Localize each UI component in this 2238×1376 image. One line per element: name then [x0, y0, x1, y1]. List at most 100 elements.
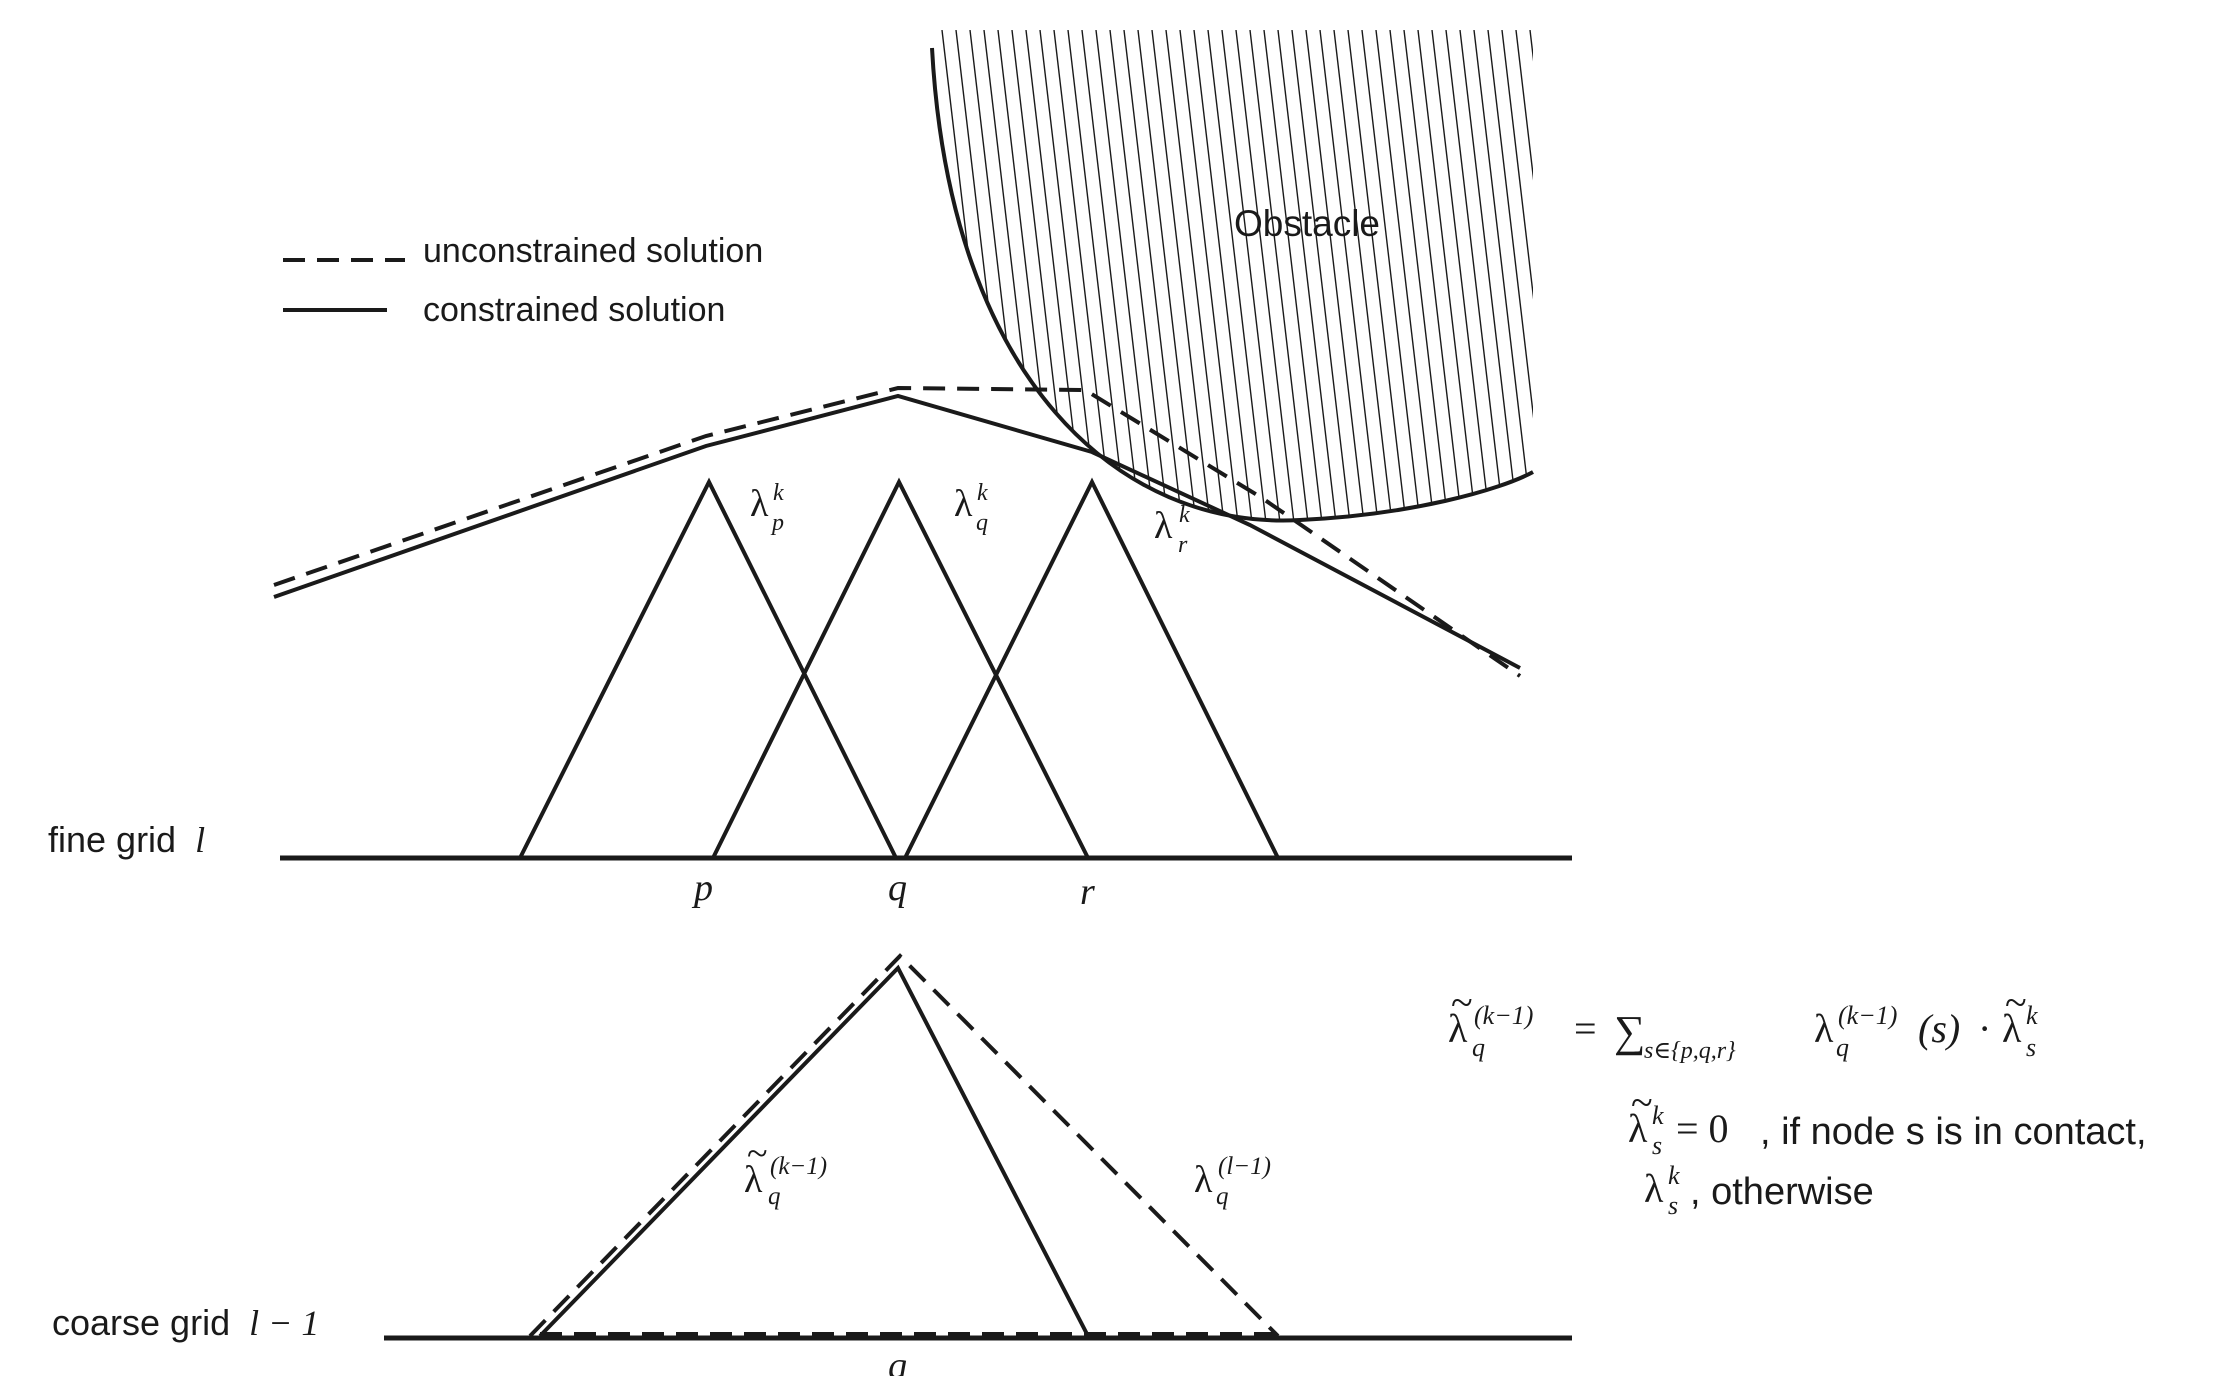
hatch-line — [1389, 30, 1451, 521]
hatch-line — [1347, 30, 1409, 521]
condition-otherwise: λ k s , otherwise — [1644, 1161, 1874, 1220]
svg-text:k: k — [977, 480, 988, 506]
fine-node-p-label: p — [691, 867, 713, 909]
hatch-line — [1249, 30, 1311, 521]
svg-text:s: s — [1652, 1131, 1662, 1160]
svg-text:k: k — [2026, 1001, 2038, 1030]
condition-contact: λ ~ k s = 0 , if node s is in contact, — [1628, 1080, 2147, 1160]
truncated-basis-label: λ ~ (k−1) q — [744, 1133, 827, 1210]
hatch-line — [1333, 30, 1395, 521]
fine-grid-label: fine grid l — [48, 819, 205, 860]
svg-text:k: k — [1179, 502, 1190, 528]
svg-text:= 0: = 0 — [1676, 1106, 1729, 1151]
svg-text:λ: λ — [1644, 1166, 1664, 1211]
hatch-line — [1235, 30, 1297, 521]
coarse-node-q-label: q — [888, 1345, 907, 1376]
standard-basis-label: λ (l−1) q — [1194, 1153, 1271, 1210]
svg-text:λ: λ — [1628, 1106, 1648, 1151]
svg-text:(s): (s) — [1918, 1006, 1960, 1051]
svg-text:∑: ∑ — [1614, 1007, 1645, 1056]
svg-text:λ: λ — [744, 1159, 763, 1201]
svg-text:·: · — [1978, 1006, 1991, 1051]
svg-text:=: = — [1574, 1006, 1597, 1051]
svg-text:s: s — [1668, 1191, 1678, 1220]
hatch-line — [1095, 30, 1157, 521]
coarse-standard-basis — [528, 953, 1280, 1338]
basis-label-r: λ k r — [1154, 502, 1190, 558]
legend-unconstrained-label: unconstrained solution — [423, 232, 763, 270]
basis-label-q: λ k q — [954, 480, 988, 536]
hatch-line — [1165, 30, 1227, 521]
hatch-line — [1277, 30, 1339, 521]
legend: unconstrained solution constrained solut… — [283, 232, 763, 329]
constrained-solution-line — [273, 393, 1521, 670]
hatch-line — [1207, 30, 1269, 521]
truncation-formula: λ ~ (k−1) q = ∑ s∈{p,q,r} λ (k−1) q (s) … — [1448, 980, 2038, 1064]
svg-text:q: q — [1216, 1183, 1229, 1210]
hatch-line — [1403, 30, 1465, 521]
svg-text:~: ~ — [1631, 1080, 1653, 1125]
svg-text:k: k — [1652, 1101, 1664, 1130]
svg-text:p: p — [770, 510, 784, 536]
svg-text:λ: λ — [1814, 1006, 1834, 1051]
hatch-line — [1067, 30, 1129, 521]
svg-text:r: r — [1178, 532, 1188, 558]
hatch-line — [1319, 30, 1381, 521]
svg-text:(k−1): (k−1) — [1474, 1001, 1533, 1030]
hatch-line — [1193, 30, 1255, 521]
coarse-grid-label: coarse grid l − 1 — [52, 1302, 319, 1343]
hatch-line — [1375, 30, 1437, 521]
svg-text:~: ~ — [1451, 980, 1473, 1025]
hatch-line — [1473, 30, 1533, 521]
svg-text:(l−1): (l−1) — [1218, 1153, 1271, 1180]
svg-text:s∈{p,q,r}: s∈{p,q,r} — [1644, 1038, 1736, 1064]
basis-label-p: λ k p — [750, 480, 784, 536]
hatch-line — [1123, 30, 1185, 521]
svg-text:λ: λ — [750, 483, 769, 525]
fine-node-r-label: r — [1080, 871, 1095, 913]
hatch-line — [1515, 30, 1533, 521]
hatch-line — [1053, 30, 1115, 521]
hatch-line — [1291, 30, 1353, 521]
svg-text:s: s — [2026, 1033, 2036, 1062]
hatch-line — [1558, 30, 1618, 540]
hatch-line — [1431, 30, 1493, 521]
hatch-line — [1081, 30, 1143, 521]
svg-text:q: q — [1472, 1033, 1485, 1062]
fine-basis-p — [518, 477, 898, 859]
hatch-line — [1501, 30, 1533, 521]
hatch-line — [1445, 30, 1507, 521]
legend-constrained-label: constrained solution — [423, 291, 725, 329]
hatch-line — [1544, 30, 1604, 540]
svg-text:(k−1): (k−1) — [1838, 1001, 1897, 1030]
hatch-line — [1179, 30, 1241, 521]
coarse-truncated-basis — [538, 964, 1090, 1338]
obstacle-label: Obstacle — [1234, 203, 1380, 244]
svg-text:(k−1): (k−1) — [770, 1153, 827, 1180]
svg-text:q: q — [768, 1183, 781, 1210]
svg-text:λ: λ — [2002, 1006, 2022, 1051]
svg-text:λ: λ — [1194, 1159, 1213, 1201]
svg-text:k: k — [773, 480, 784, 506]
svg-text:λ: λ — [1154, 505, 1173, 547]
fine-basis-q — [711, 477, 1090, 859]
svg-text:q: q — [976, 510, 988, 536]
hatch-line — [1361, 30, 1423, 521]
hatch-line — [1109, 30, 1171, 521]
hatch-line — [1417, 30, 1479, 521]
hatch-line — [1221, 30, 1283, 521]
hatch-line — [1529, 30, 1533, 521]
obstacle-hatching — [932, 30, 1618, 540]
svg-text:~: ~ — [2005, 980, 2027, 1025]
hatch-line — [1305, 30, 1367, 521]
fine-node-q-label: q — [888, 867, 907, 909]
fine-basis-r — [903, 477, 1280, 859]
obstacle-boundary — [930, 47, 1534, 523]
svg-text:λ: λ — [1448, 1006, 1468, 1051]
svg-text:~: ~ — [747, 1133, 768, 1175]
svg-text:q: q — [1836, 1033, 1849, 1062]
unconstrained-solution-line — [273, 385, 1522, 678]
hatch-line — [1459, 30, 1521, 521]
hatch-line — [1151, 30, 1213, 521]
